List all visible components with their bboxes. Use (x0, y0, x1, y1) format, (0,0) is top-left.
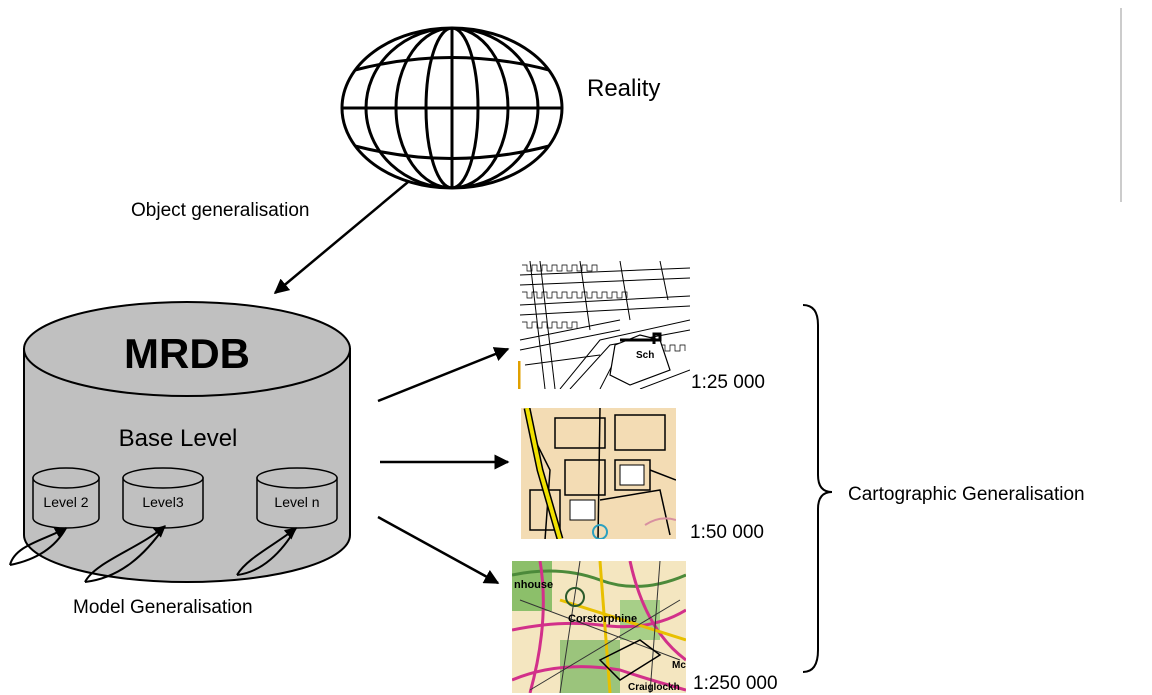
level-cylinder-2 (32, 467, 100, 529)
map-50k (521, 408, 676, 539)
map-250k-place-4: Mc (672, 660, 686, 671)
level-cylinder-n (256, 467, 338, 529)
cartographic-brace (802, 304, 833, 673)
cartographic-generalisation-label: Cartographic Generalisation (848, 484, 1085, 505)
mrdb-title: MRDB (124, 330, 250, 377)
level-3-label: Level3 (142, 494, 183, 510)
base-level-label: Base Level (119, 425, 238, 452)
map-250k-scale: 1:250 000 (693, 673, 778, 694)
map-250k-place-3: Craiglockh (628, 682, 680, 693)
level-cylinder-3 (122, 467, 204, 529)
level-n-label: Level n (274, 494, 319, 510)
map-250k-place-2: Corstorphine (568, 613, 637, 625)
map-50k-scale: 1:50 000 (690, 522, 764, 543)
level-2-label: Level 2 (43, 494, 88, 510)
model-generalisation-arrows (9, 525, 297, 583)
model-generalisation-label: Model Generalisation (73, 597, 253, 618)
reality-label: Reality (587, 75, 660, 102)
map-250k: nhouse Corstorphine Craiglockh Mc (512, 561, 686, 693)
globe-icon (340, 26, 564, 190)
object-generalisation-label: Object generalisation (131, 200, 310, 221)
arrow-to-map-250k (377, 515, 500, 585)
map-25k-place: Sch (636, 350, 654, 361)
map-250k-place-1: nhouse (514, 579, 553, 591)
object-generalisation-arrow (273, 181, 409, 294)
map-25k-scale: 1:25 000 (691, 372, 765, 393)
arrow-to-map-25k (377, 347, 510, 403)
map-25k: Sch (518, 261, 690, 389)
